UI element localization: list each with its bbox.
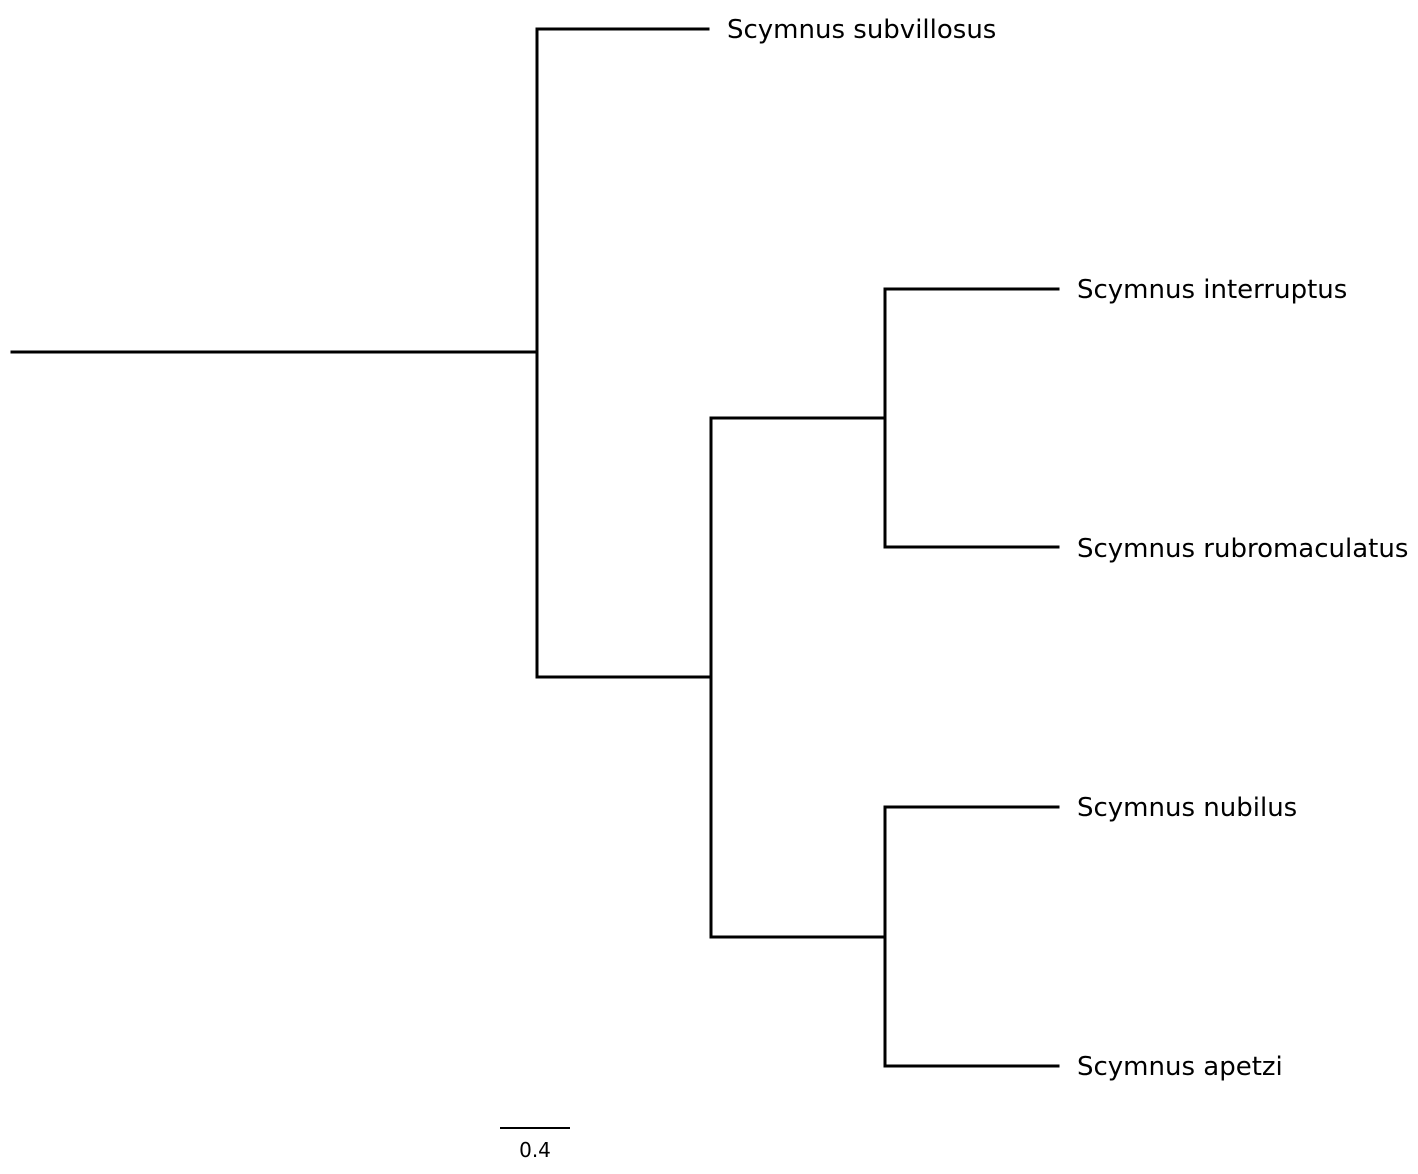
scale-bar-label: 0.4 xyxy=(519,1138,551,1162)
taxon-label-rubromaculatus: Scymnus rubromaculatus xyxy=(1077,534,1408,564)
taxon-label-interruptus: Scymnus interruptus xyxy=(1077,275,1347,305)
taxon-label-subvillosus: Scymnus subvillosus xyxy=(727,15,996,45)
taxon-label-apetzi: Scymnus apetzi xyxy=(1077,1052,1283,1082)
taxon-label-nubilus: Scymnus nubilus xyxy=(1077,793,1297,823)
